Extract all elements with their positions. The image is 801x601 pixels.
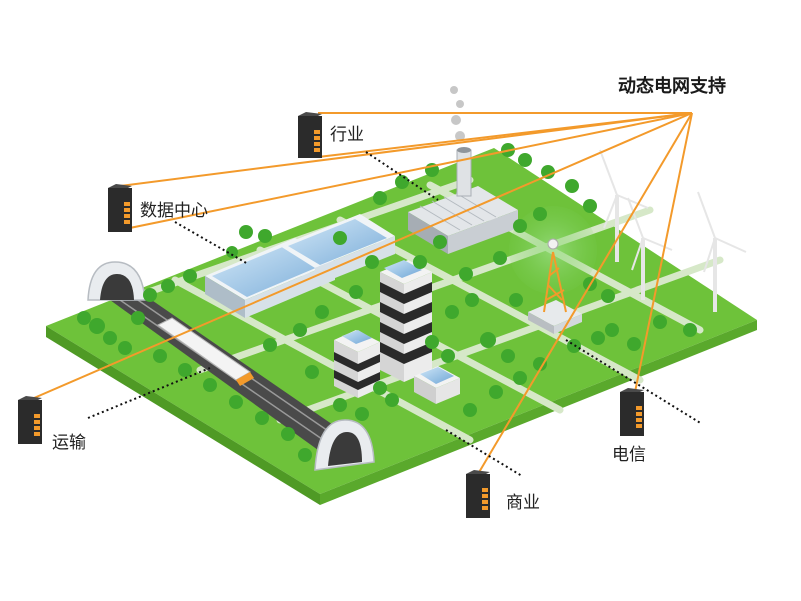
wind-turbine [599,149,649,262]
battery-unit-telecom [620,388,644,436]
label-datacenter: 数据中心 [140,201,208,221]
tunnel-portal-north [87,261,146,301]
wind-turbine [697,191,747,312]
trees [77,143,697,462]
label-commerce: 商业 [506,493,540,513]
battery-unit-datacenter [108,184,132,232]
smoke-plume [450,86,465,141]
label-transport: 运输 [52,433,86,453]
railway [87,261,375,471]
battery-unit-industry [298,112,322,158]
diagram-title: 动态电网支持 [618,76,726,97]
label-industry: 行业 [330,125,364,145]
wind-turbine [627,197,673,300]
grid-connector-lines [33,112,693,475]
tunnel-portal-south [314,419,375,471]
label-telecom: 电信 [612,445,646,465]
battery-unit-transport [18,396,42,444]
dotted-leader-lines [87,151,703,477]
battery-unit-commerce [466,470,490,518]
telecom-tower [509,206,597,334]
wind-turbines [599,149,747,312]
